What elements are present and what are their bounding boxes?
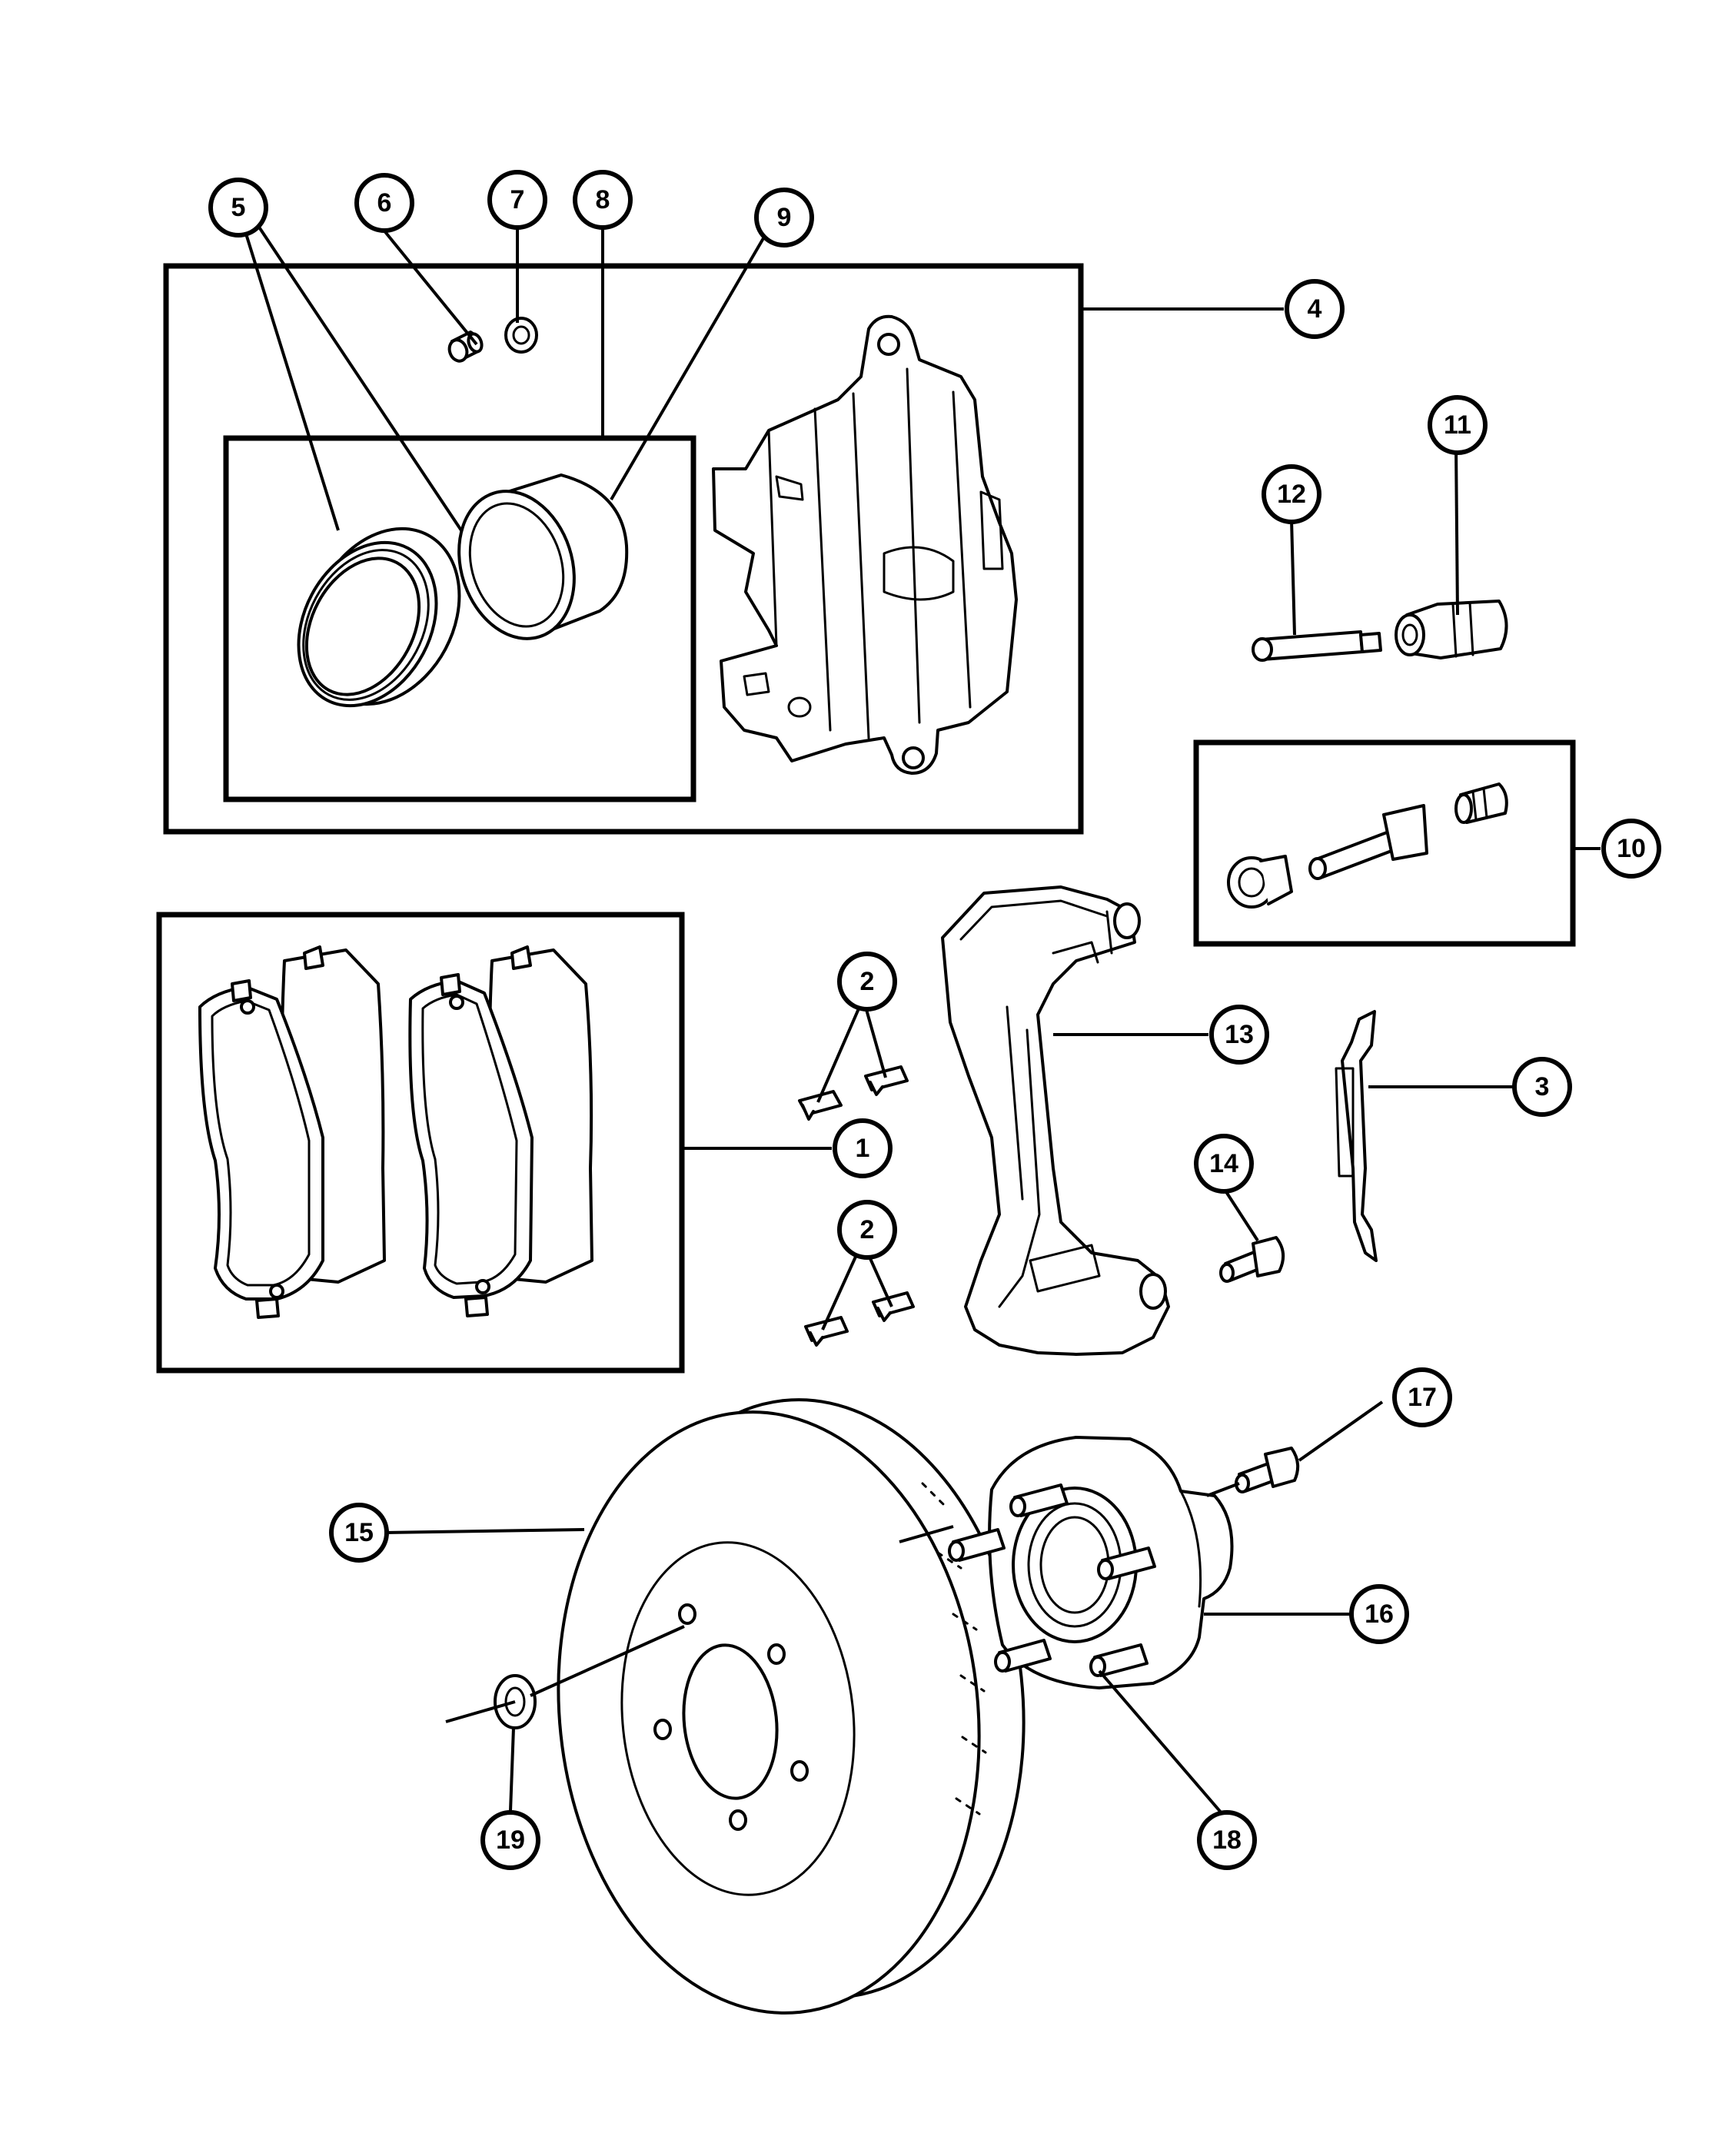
callout-13: 13 <box>1209 1005 1269 1065</box>
anti-rattle-clip <box>1335 1010 1378 1262</box>
callout-18: 18 <box>1197 1810 1257 1870</box>
piston-seal-ring <box>297 527 461 708</box>
guide-pin-kit-box <box>1193 739 1576 947</box>
svg-text:1: 1 <box>856 1134 870 1163</box>
guide-pin <box>1252 630 1382 662</box>
guide-pin-kit <box>1227 782 1508 909</box>
callout-2-lower: 2 <box>837 1200 897 1260</box>
svg-text:8: 8 <box>596 185 610 214</box>
callout-2-upper: 2 <box>837 952 897 1012</box>
svg-text:5: 5 <box>231 193 246 222</box>
bleeder-cap <box>504 317 538 354</box>
callout-1: 1 <box>833 1118 893 1178</box>
brake-pad-box <box>156 912 685 1374</box>
svg-text:3: 3 <box>1535 1072 1550 1101</box>
caliper-housing <box>712 314 1018 775</box>
svg-text:17: 17 <box>1408 1383 1437 1412</box>
brake-pads <box>198 945 593 1319</box>
svg-text:13: 13 <box>1225 1020 1254 1049</box>
svg-text:2: 2 <box>860 1215 875 1244</box>
leader-lines <box>237 208 1601 1815</box>
callout-7: 7 <box>487 170 547 230</box>
callout-17: 17 <box>1392 1367 1452 1427</box>
pin-bushing <box>1395 600 1508 659</box>
callout-4: 4 <box>1285 279 1345 339</box>
brake-rotor <box>557 1398 1026 2015</box>
callout-10: 10 <box>1601 819 1661 879</box>
svg-text:18: 18 <box>1212 1825 1242 1855</box>
callout-15: 15 <box>329 1503 389 1563</box>
caliper-assembly-box <box>163 263 1084 835</box>
callout-11: 11 <box>1428 395 1488 455</box>
svg-text:6: 6 <box>377 188 392 218</box>
hub-bolt <box>1235 1447 1300 1493</box>
svg-text:2: 2 <box>860 967 875 996</box>
svg-text:7: 7 <box>510 185 525 214</box>
bleeder-screw <box>447 331 484 363</box>
svg-text:16: 16 <box>1365 1600 1394 1629</box>
caliper-piston <box>457 473 629 640</box>
mounting-bolt <box>1219 1236 1285 1283</box>
callout-5: 5 <box>208 178 268 238</box>
pad-clips-lower <box>804 1291 915 1347</box>
callout-8: 8 <box>573 170 633 230</box>
callout-3: 3 <box>1512 1057 1572 1117</box>
svg-text:19: 19 <box>496 1825 525 1855</box>
svg-text:9: 9 <box>777 203 792 232</box>
callout-6: 6 <box>354 173 414 233</box>
svg-text:15: 15 <box>344 1518 374 1547</box>
svg-text:14: 14 <box>1209 1149 1238 1178</box>
callout-16: 16 <box>1349 1584 1409 1644</box>
assembly-lines <box>445 1482 1240 1723</box>
callout-14: 14 <box>1194 1134 1254 1194</box>
callout-12: 12 <box>1262 464 1321 524</box>
svg-text:4: 4 <box>1308 294 1322 324</box>
svg-text:10: 10 <box>1617 834 1646 863</box>
piston-seal-kit-box <box>223 435 696 802</box>
callout-19: 19 <box>480 1810 540 1870</box>
svg-text:12: 12 <box>1277 480 1306 509</box>
caliper-adapter <box>941 885 1170 1356</box>
svg-text:11: 11 <box>1444 410 1471 440</box>
wheel-studs <box>948 1483 1156 1677</box>
pad-clips-upper <box>798 1065 909 1121</box>
callout-9: 9 <box>754 188 814 247</box>
